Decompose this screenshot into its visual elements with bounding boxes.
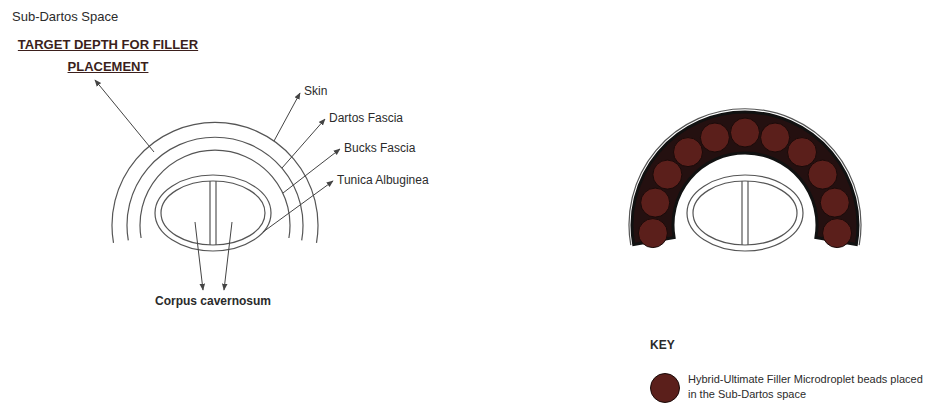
- leader-line: [283, 149, 340, 193]
- layer-label: Dartos Fascia: [329, 111, 403, 125]
- leader-line: [263, 181, 333, 232]
- leader-lines: [95, 80, 340, 290]
- tunica-ellipse: [687, 175, 803, 251]
- leader-line: [95, 80, 154, 152]
- tunica-ellipse: [155, 175, 271, 251]
- corpora-outline: [687, 175, 803, 251]
- leader-line: [282, 119, 325, 168]
- skin-arc: [112, 122, 318, 243]
- key-heading: KEY: [650, 338, 675, 352]
- layer-arcs: [112, 122, 318, 251]
- dartos-arc: [127, 137, 303, 240]
- legend-text: Hybrid-Ultimate Filler Microdroplet bead…: [688, 372, 928, 402]
- layer-label: Tunica Albuginea: [337, 173, 429, 187]
- filler-bead: [731, 118, 760, 147]
- layer-label: Bucks Fascia: [344, 141, 415, 155]
- filler-bead: [641, 188, 670, 217]
- leader-line: [224, 222, 232, 290]
- septum-line: [747, 181, 748, 245]
- septum-line: [741, 181, 742, 245]
- leader-line: [195, 222, 203, 290]
- leader-line: [274, 93, 300, 141]
- inner-ellipse: [161, 181, 265, 245]
- septum-line: [209, 181, 210, 245]
- filler-bead: [653, 160, 682, 189]
- filler-bead: [674, 138, 703, 167]
- filler-bead: [788, 138, 817, 167]
- filler-bead: [638, 219, 667, 248]
- filler-bead: [823, 219, 852, 248]
- filler-bead: [700, 123, 729, 152]
- inner-ellipse: [693, 181, 797, 245]
- filler-bead: [808, 160, 837, 189]
- septum-line: [215, 181, 216, 245]
- filler-bead: [820, 188, 849, 217]
- filler-bead: [761, 123, 790, 152]
- filler-beads: [638, 118, 851, 248]
- space-label: Sub-Dartos Space: [12, 10, 118, 24]
- sub-dartos-band: [632, 112, 858, 245]
- layer-label: Skin: [304, 84, 327, 98]
- legend-swatch: [650, 373, 680, 403]
- part-label: Corpus cavernosum: [153, 294, 273, 308]
- heading: TARGET DEPTH FOR FILLER PLACEMENT: [8, 34, 208, 78]
